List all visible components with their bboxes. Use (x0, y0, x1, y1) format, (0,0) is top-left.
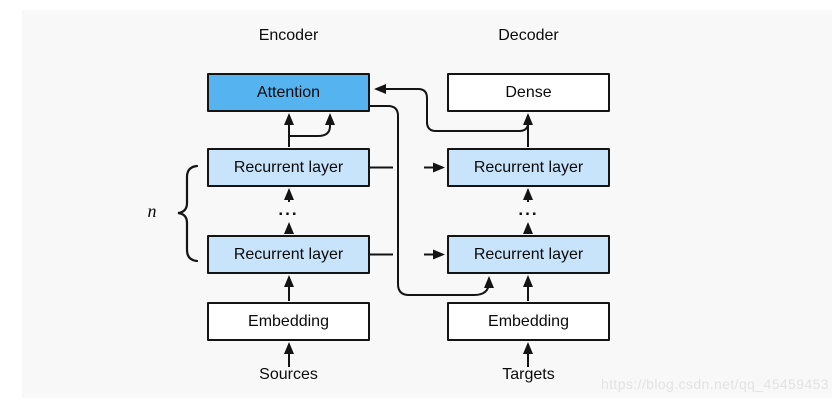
stack-count-label: n (147, 201, 157, 221)
sources-label: Sources (259, 366, 318, 383)
decoder-recurrent-top-box: Recurrent layer (447, 148, 610, 187)
encoder-embedding-box: Embedding (207, 302, 370, 341)
decoder-title: Decoder (498, 27, 559, 44)
encoder-ellipsis: ... (278, 200, 299, 219)
attention-box: Attention (207, 73, 370, 112)
encoder-recurrent-top-box: Recurrent layer (207, 148, 370, 187)
encoder-recurrent-bottom-box: Recurrent layer (207, 235, 370, 274)
encoder-title: Encoder (258, 27, 319, 44)
decoder-recurrent-bottom-box: Recurrent layer (447, 235, 610, 274)
targets-label: Targets (502, 366, 555, 383)
decoder-ellipsis: ... (518, 200, 539, 219)
watermark: https://blog.csdn.net/qq_45459453 (600, 376, 829, 392)
dense-box: Dense (447, 73, 610, 112)
decoder-embedding-box: Embedding (447, 302, 610, 341)
